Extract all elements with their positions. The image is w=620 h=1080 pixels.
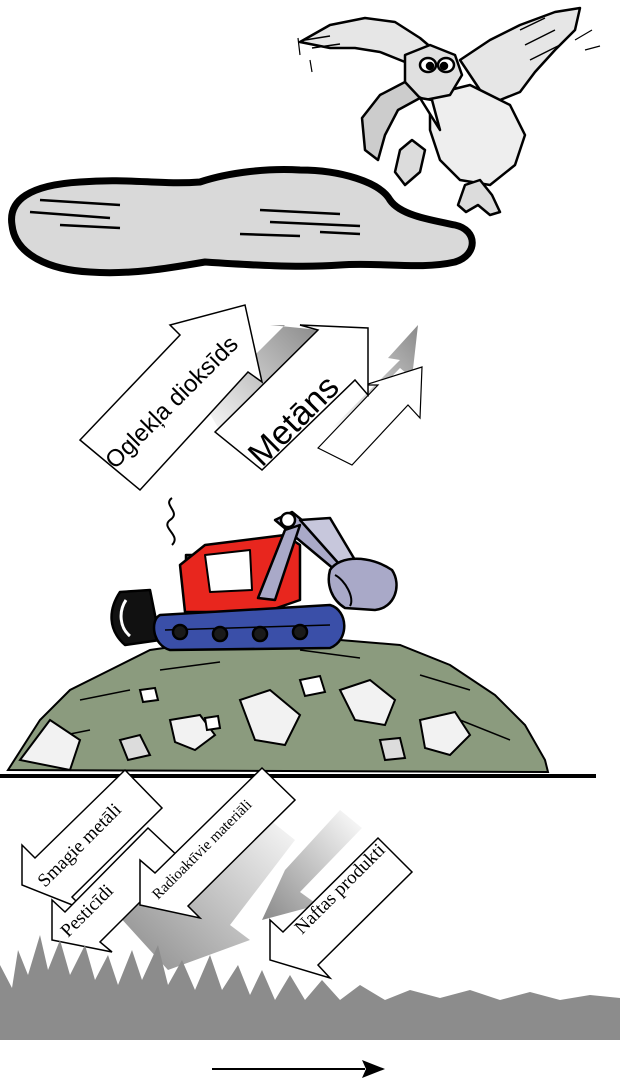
garbage-pile-illustration — [8, 630, 548, 772]
cloud-illustration — [12, 170, 473, 273]
direction-arrow — [212, 1060, 385, 1078]
downward-pollutant-arrows: Smagie metāli Pesticīdi Radioaktīvie mat… — [22, 768, 412, 978]
upward-gas-arrows: Oglekļa dioksīds Metāns — [80, 305, 422, 490]
bulldozer-illustration — [112, 498, 397, 650]
